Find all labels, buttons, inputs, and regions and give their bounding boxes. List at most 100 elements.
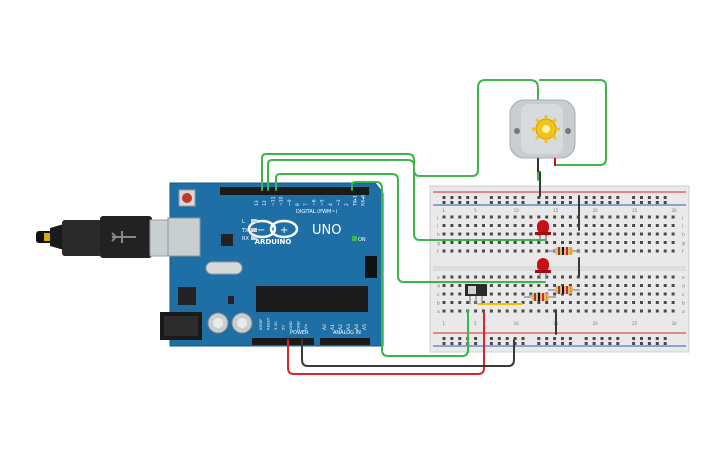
breadboard-hole[interactable] bbox=[632, 224, 636, 227]
breadboard-hole[interactable] bbox=[497, 292, 501, 296]
breadboard-hole[interactable] bbox=[600, 309, 604, 313]
breadboard-hole[interactable] bbox=[584, 342, 588, 345]
breadboard-hole[interactable] bbox=[497, 215, 501, 219]
breadboard-hole[interactable] bbox=[600, 215, 604, 219]
breadboard-hole[interactable] bbox=[505, 201, 509, 204]
breadboard-hole[interactable] bbox=[568, 309, 572, 313]
breadboard-hole[interactable] bbox=[632, 232, 636, 236]
breadboard-hole[interactable] bbox=[513, 292, 517, 296]
breadboard-hole[interactable] bbox=[655, 284, 659, 287]
breadboard-hole[interactable] bbox=[521, 201, 525, 204]
breadboard-hole[interactable] bbox=[458, 275, 462, 279]
breadboard-hole[interactable] bbox=[616, 309, 620, 313]
breadboard-hole[interactable] bbox=[442, 292, 446, 296]
breadboard-hole[interactable] bbox=[663, 309, 667, 313]
breadboard-hole[interactable] bbox=[663, 284, 667, 287]
breadboard-hole[interactable] bbox=[513, 241, 517, 244]
breadboard-hole[interactable] bbox=[592, 275, 596, 279]
breadboard-hole[interactable] bbox=[624, 275, 628, 279]
breadboard-hole[interactable] bbox=[624, 301, 628, 304]
breadboard-hole[interactable] bbox=[568, 342, 572, 345]
breadboard-hole[interactable] bbox=[584, 292, 588, 296]
breadboard-hole[interactable] bbox=[537, 196, 541, 199]
breadboard-hole[interactable] bbox=[537, 342, 541, 345]
breadboard-hole[interactable] bbox=[442, 241, 446, 244]
breadboard-hole[interactable] bbox=[640, 284, 643, 287]
breadboard-hole[interactable] bbox=[608, 275, 612, 279]
breadboard-hole[interactable] bbox=[497, 224, 501, 227]
breadboard-hole[interactable] bbox=[647, 309, 651, 313]
breadboard-hole[interactable] bbox=[561, 241, 564, 244]
breadboard-hole[interactable] bbox=[592, 337, 596, 340]
breadboard-hole[interactable] bbox=[489, 309, 493, 313]
breadboard-hole[interactable] bbox=[561, 232, 564, 236]
breadboard-hole[interactable] bbox=[482, 241, 485, 244]
breadboard-hole[interactable] bbox=[647, 224, 651, 227]
breadboard-hole[interactable] bbox=[466, 301, 470, 304]
breadboard-hole[interactable] bbox=[600, 284, 604, 287]
breadboard-hole[interactable] bbox=[474, 201, 478, 204]
breadboard-hole[interactable] bbox=[647, 232, 651, 236]
breadboard-hole[interactable] bbox=[458, 301, 462, 304]
breadboard-hole[interactable] bbox=[663, 292, 667, 296]
breadboard-hole[interactable] bbox=[616, 342, 620, 345]
breadboard-hole[interactable] bbox=[450, 301, 454, 304]
breadboard-hole[interactable] bbox=[647, 342, 651, 345]
breadboard-hole[interactable] bbox=[553, 196, 557, 199]
breadboard-hole[interactable] bbox=[568, 337, 572, 340]
breadboard-hole[interactable] bbox=[616, 249, 620, 253]
breadboard-hole[interactable] bbox=[458, 201, 462, 204]
breadboard-hole[interactable] bbox=[584, 196, 588, 199]
breadboard-hole[interactable] bbox=[663, 342, 667, 345]
breadboard-hole[interactable] bbox=[458, 224, 462, 227]
breadboard-hole[interactable] bbox=[561, 309, 564, 313]
breadboard-hole[interactable] bbox=[608, 309, 612, 313]
breadboard-hole[interactable] bbox=[647, 241, 651, 244]
breadboard-hole[interactable] bbox=[513, 224, 517, 227]
breadboard-hole[interactable] bbox=[568, 224, 572, 227]
breadboard-hole[interactable] bbox=[632, 292, 636, 296]
breadboard-hole[interactable] bbox=[474, 309, 478, 313]
breadboard-hole[interactable] bbox=[632, 241, 636, 244]
breadboard-hole[interactable] bbox=[647, 301, 651, 304]
breadboard-hole[interactable] bbox=[568, 275, 572, 279]
breadboard-hole[interactable] bbox=[584, 232, 588, 236]
breadboard-hole[interactable] bbox=[513, 196, 517, 199]
breadboard-hole[interactable] bbox=[442, 249, 446, 253]
breadboard-hole[interactable] bbox=[632, 342, 636, 345]
breadboard-hole[interactable] bbox=[474, 224, 478, 227]
breadboard-hole[interactable] bbox=[632, 309, 636, 313]
breadboard-hole[interactable] bbox=[655, 301, 659, 304]
breadboard-hole[interactable] bbox=[474, 342, 478, 345]
breadboard-hole[interactable] bbox=[553, 201, 557, 204]
breadboard-hole[interactable] bbox=[584, 337, 588, 340]
breadboard-hole[interactable] bbox=[466, 201, 470, 204]
breadboard-hole[interactable] bbox=[521, 342, 525, 345]
breadboard-hole[interactable] bbox=[616, 292, 620, 296]
breadboard-hole[interactable] bbox=[592, 215, 596, 219]
breadboard-hole[interactable] bbox=[616, 275, 620, 279]
breadboard-hole[interactable] bbox=[529, 224, 533, 227]
breadboard-hole[interactable] bbox=[655, 249, 659, 253]
breadboard-hole[interactable] bbox=[592, 284, 596, 287]
breadboard-hole[interactable] bbox=[482, 275, 485, 279]
breadboard-hole[interactable] bbox=[576, 301, 580, 304]
arduino-board[interactable]: − + ARDUINO UNO ON TX RX L DIGITAL (PWM~… bbox=[160, 182, 384, 347]
breadboard-hole[interactable] bbox=[663, 241, 667, 244]
breadboard-hole[interactable] bbox=[513, 342, 517, 345]
breadboard-hole[interactable] bbox=[537, 284, 541, 287]
breadboard-hole[interactable] bbox=[568, 215, 572, 219]
breadboard-hole[interactable] bbox=[482, 309, 485, 313]
breadboard-hole[interactable] bbox=[632, 301, 636, 304]
breadboard-hole[interactable] bbox=[529, 241, 533, 244]
breadboard-hole[interactable] bbox=[584, 301, 588, 304]
breadboard-hole[interactable] bbox=[466, 215, 470, 219]
breadboard-hole[interactable] bbox=[632, 275, 636, 279]
breadboard-hole[interactable] bbox=[545, 309, 549, 313]
breadboard-hole[interactable] bbox=[663, 249, 667, 253]
breadboard-hole[interactable] bbox=[600, 249, 604, 253]
breadboard-hole[interactable] bbox=[608, 301, 612, 304]
resistor-icon[interactable] bbox=[524, 293, 556, 301]
breadboard-hole[interactable] bbox=[450, 337, 454, 340]
